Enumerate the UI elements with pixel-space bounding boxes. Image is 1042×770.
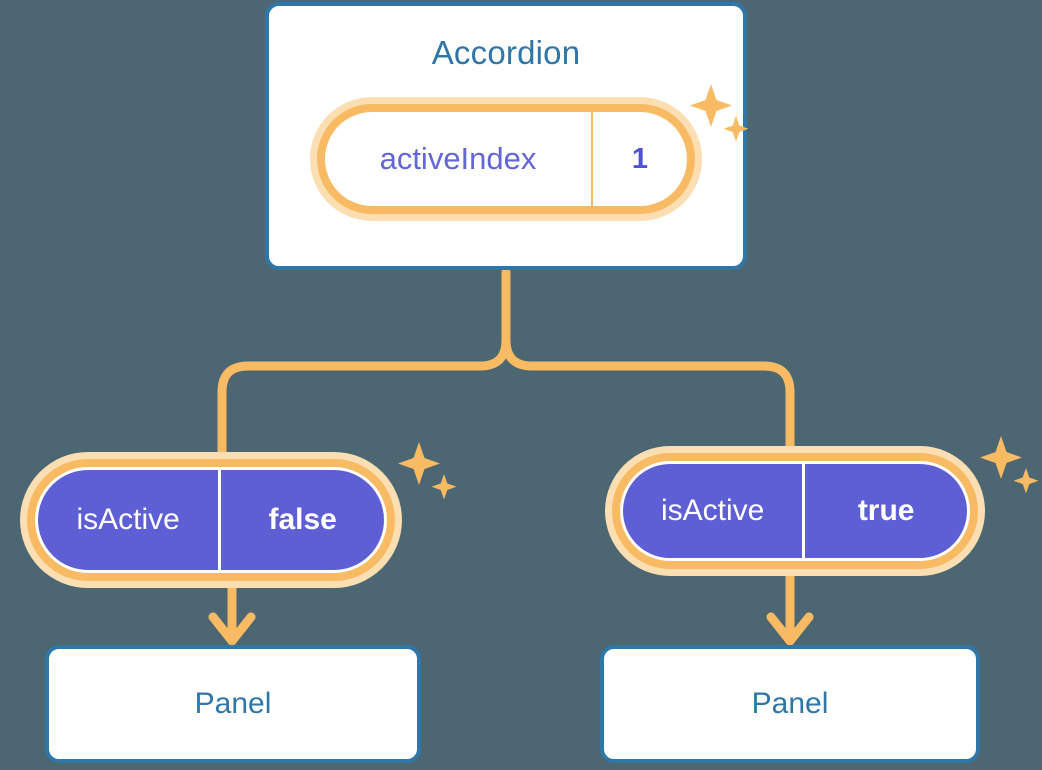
component-card-panel-right[interactable]: Panel [600,645,980,763]
arrowhead-right-panel [766,612,814,646]
connector-branch-right [501,335,795,451]
state-pill-is-active-true[interactable]: isActive true [605,446,985,576]
prop-key-label: isActive [623,464,806,558]
panel-title: Panel [194,687,272,720]
panel-title: Panel [751,687,829,720]
prop-value-label: true [857,494,915,527]
page-title: Accordion [431,34,581,71]
state-value-label: 1 [631,142,649,175]
sparkle-icon-left-pill [398,442,457,500]
pill-body: isActive false [35,467,387,573]
state-key-label: activeIndex [325,112,593,206]
state-pill-is-active-false[interactable]: isActive false [20,452,402,588]
pill-body: activeIndex 1 [325,112,687,206]
connector-branch-left [217,335,511,457]
component-card-panel-left[interactable]: Panel [45,645,421,763]
sparkle-icon-right-pill [980,436,1039,494]
prop-value-label: false [268,503,337,536]
arrowhead-left-panel [208,612,256,646]
prop-key-label: isActive [38,470,222,570]
state-pill-active-index[interactable]: activeIndex 1 [310,97,702,221]
pill-body: isActive true [620,461,970,561]
